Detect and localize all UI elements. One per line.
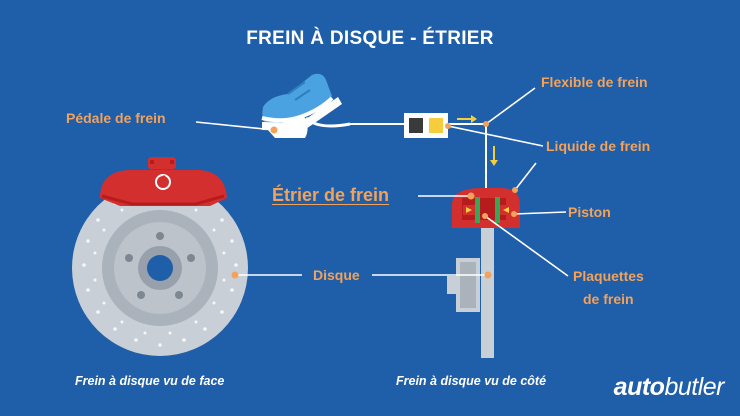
label-piston: Piston xyxy=(568,204,611,220)
leader-dots xyxy=(231,121,518,279)
caption-vue-de-face: Frein à disque vu de face xyxy=(75,374,225,388)
leader-lines xyxy=(195,87,569,277)
logo-part-butler: butler xyxy=(664,373,724,401)
label-etrier-de-frein: Étrier de frein xyxy=(272,185,390,205)
label-flexible-de-frein: Flexible de frein xyxy=(541,74,648,90)
label-pedale-de-frein: Pédale de frein xyxy=(66,110,166,126)
front-caliper xyxy=(100,157,227,206)
fluid-flow-arrows xyxy=(457,115,498,166)
caption-vue-de-cote: Frein à disque vu de côté xyxy=(396,374,547,388)
diagram-title: FREIN À DISQUE - ÉTRIER xyxy=(246,28,494,49)
label-de-frein: de frein xyxy=(583,291,634,307)
label-plaquettes: Plaquettes xyxy=(573,268,644,284)
label-liquide-de-frein: Liquide de frein xyxy=(546,138,651,154)
front-disc xyxy=(72,180,248,356)
logo-part-auto: auto xyxy=(613,373,665,401)
brake-pedal xyxy=(261,73,351,138)
master-cylinder xyxy=(404,113,448,138)
label-disque: Disque xyxy=(313,267,360,283)
autobutler-logo: autobutler xyxy=(613,373,725,402)
